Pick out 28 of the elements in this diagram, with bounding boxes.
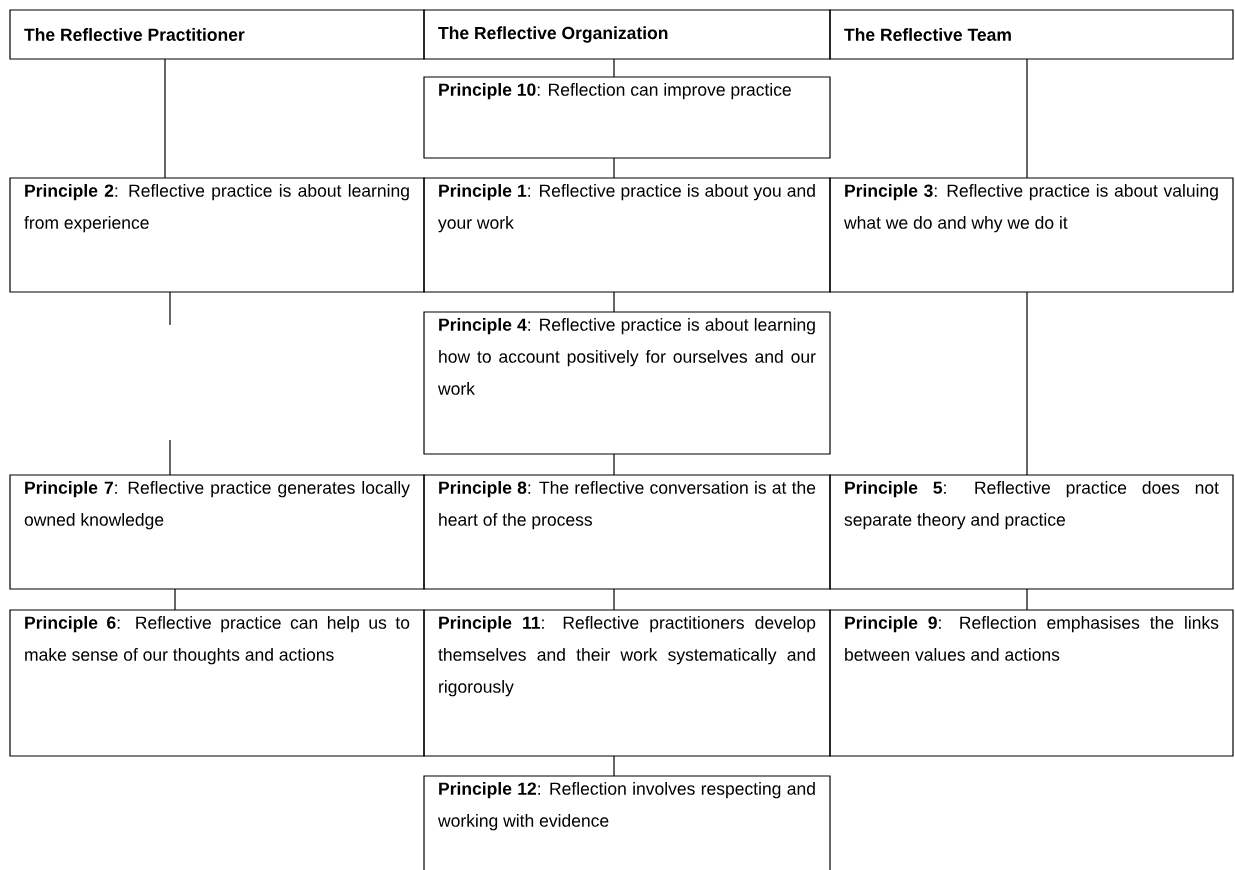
principle-box: Principle 1: Reflective practice is about you and your work [423, 177, 831, 293]
principle-box: Principle 4: Reflective practice is about learning how to account positively for ourselves and our work [423, 311, 831, 455]
connector-line [613, 58, 615, 78]
connector-line [169, 439, 171, 476]
principle-box: Principle 8: The reflective conversation is at the heart of the process [423, 474, 831, 590]
principle-box: Principle 2: Reflective practice is about learning from experience [9, 177, 425, 293]
principle-box: Principle 5: Reflective practice does not separate theory and practice [829, 474, 1234, 590]
connector-line [169, 291, 171, 326]
principle-box: Principle 7: Reflective practice generates locally owned knowledge [9, 474, 425, 590]
connector-line [1026, 291, 1028, 476]
column-header: The Reflective Organization [423, 9, 831, 60]
connector-line [613, 755, 615, 777]
connector-line [1026, 588, 1028, 611]
principle-box: Principle 6: Reflective practice can help us to make sense of our thoughts and actions [9, 609, 425, 757]
principle-box: Principle 11: Reflective practitioners develop themselves and their work systematically and rigorously [423, 609, 831, 757]
principle-box: Principle 3: Reflective practice is about valuing what we do and why we do it [829, 177, 1234, 293]
principle-box: Principle 10: Reflection can improve practice [423, 76, 831, 159]
connector-line [613, 453, 615, 476]
connector-line [164, 58, 166, 179]
principle-box: Principle 12: Reflection involves respecting and working with evidence [423, 775, 831, 870]
column-header: The Reflective Practitioner [9, 9, 425, 60]
principle-box: Principle 9: Reflection emphasises the links between values and actions [829, 609, 1234, 757]
connector-line [613, 588, 615, 611]
connector-line [1026, 58, 1028, 179]
column-header: The Reflective Team [829, 9, 1234, 60]
connector-line [613, 291, 615, 313]
connector-line [613, 157, 615, 179]
connector-line [174, 588, 176, 611]
